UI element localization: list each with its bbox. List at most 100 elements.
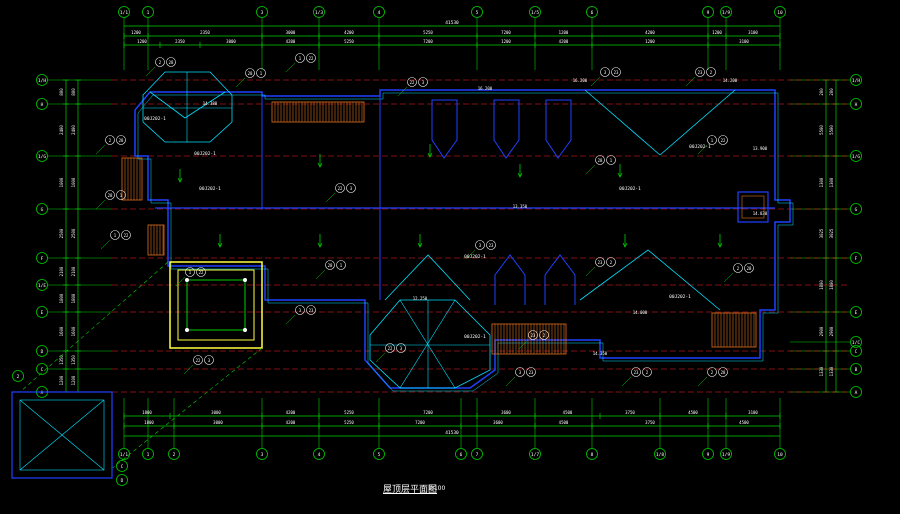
dimension-label: 3025 [829, 228, 834, 238]
tile-area [491, 323, 567, 355]
detail-callout-label: 3 [519, 370, 522, 375]
axis-bubble-left-label: E [41, 310, 44, 316]
callout-leader [585, 164, 596, 175]
detail-callout-label: 22 [721, 138, 726, 143]
dimension-label: 1800 [71, 293, 76, 303]
callout-leader [505, 376, 516, 387]
hip-roof [384, 254, 471, 301]
dimension-label: 1200 [137, 39, 147, 44]
detail-callout [475, 240, 485, 250]
axis-bubble-left [36, 74, 48, 86]
drawing-title: 屋顶层平面图 [383, 485, 438, 495]
axis-bubble-right [850, 98, 862, 110]
dimension-label: 1330 [819, 366, 824, 376]
detail-callout [245, 68, 255, 78]
corner-marker [185, 278, 189, 282]
detail-callout [718, 135, 728, 145]
detail-callout [166, 57, 176, 67]
detail-callout-label: 28 [721, 370, 726, 375]
detail-callout-label: 3 [299, 308, 302, 313]
detail-callout-label: 1 [260, 71, 263, 76]
dimension-label: 5250 [423, 30, 433, 35]
detail-callout-label: 22 [309, 56, 314, 61]
dimension-label: 1800 [59, 293, 64, 303]
callout-leader [697, 376, 708, 387]
inset-hip [19, 399, 105, 471]
detail-callout-label: 1 [340, 263, 343, 268]
detail-callout [346, 183, 356, 193]
detail-callout-label: 2 [159, 60, 162, 65]
slope-arrowhead [427, 152, 433, 158]
slope-arrowhead [317, 162, 323, 168]
axis-bubble-right [850, 386, 862, 398]
detail-callout-label: 23 [634, 370, 639, 375]
axis-bubble-bottom [168, 448, 180, 460]
axis-bubble-bottom-label: 9 [707, 452, 710, 458]
reference-code: 00J202-1 [464, 334, 486, 340]
callout-leader [175, 276, 186, 287]
dimension-label: 4200 [286, 420, 296, 425]
inset-leader [109, 347, 263, 471]
detail-callout [642, 367, 652, 377]
dimension-label: 2400 [71, 125, 76, 135]
detail-callout-label: 22 [388, 346, 393, 351]
dimension-label: 1000 [59, 177, 64, 187]
inset-detail-frame [11, 391, 113, 479]
detail-callout-label: 23 [531, 333, 536, 338]
detail-callout-label: 28 [328, 263, 333, 268]
hip-line [659, 89, 736, 156]
detail-callout-label: 23 [598, 260, 603, 265]
dimension-label: 3750 [645, 420, 655, 425]
axis-bubble-top-label: 1/3 [315, 10, 323, 16]
detail-callout-label: 2 [710, 70, 713, 75]
axis-bubble-bottom [654, 448, 666, 460]
axis-bubble-right [850, 150, 862, 162]
detail-callout-label: 3 [422, 80, 425, 85]
detail-callout-label: 3 [604, 70, 607, 75]
hip-line [584, 89, 661, 156]
detail-callout [600, 67, 610, 77]
slope-arrowhead [417, 242, 423, 248]
axis-bubble-bottom-label: 1/9 [722, 452, 730, 458]
detail-callout [325, 260, 335, 270]
dimension-label: 1200 [71, 375, 76, 385]
axis-bubble-right [850, 306, 862, 318]
detail-callout-label: 3 [350, 186, 353, 191]
detail-callout-label: 22 [410, 80, 415, 85]
detail-callout-label: 23 [614, 70, 619, 75]
dormer [494, 254, 526, 305]
axis-bubble-left-label: F [41, 256, 44, 262]
detail-callout [611, 67, 621, 77]
dimension-label: 4200 [645, 30, 655, 35]
axis-bubble-bottom [313, 448, 325, 460]
detail-callout-label: 23 [309, 308, 314, 313]
detail-callout [121, 230, 131, 240]
callout-leader [95, 199, 106, 210]
slope-arrowhead [177, 177, 183, 183]
detail-callout [306, 305, 316, 315]
axis-bubble-bottom [455, 448, 467, 460]
detail-callout-label: 2 [737, 266, 740, 271]
detail-callout-label: 22 [196, 358, 201, 363]
roof-outline-wall [134, 89, 791, 389]
axis-bubble-top [774, 6, 786, 18]
dimension-label: 1800 [829, 280, 834, 290]
inset-axis-bubble-label: 2 [17, 374, 20, 380]
callout-leader [723, 272, 734, 283]
dimension-label: 1200 [131, 30, 141, 35]
callout-leader [285, 314, 296, 325]
tile-area [121, 157, 143, 201]
callout-leader [685, 76, 696, 87]
dimension-label: 1000 [71, 177, 76, 187]
detail-callout-label: 28 [119, 138, 124, 143]
detail-callout-label: 3 [208, 358, 211, 363]
dimension-label: 2100 [71, 266, 76, 276]
detail-callout-label: 22 [199, 270, 204, 275]
detail-callout [528, 330, 538, 340]
dimension-label: 2900 [819, 326, 824, 336]
dimension-label: 1200 [645, 39, 655, 44]
dimension-label: 5500 [819, 125, 824, 135]
turret-ridge [399, 299, 456, 389]
callout-leader [375, 352, 386, 363]
dimension-label: 1350 [59, 355, 64, 365]
